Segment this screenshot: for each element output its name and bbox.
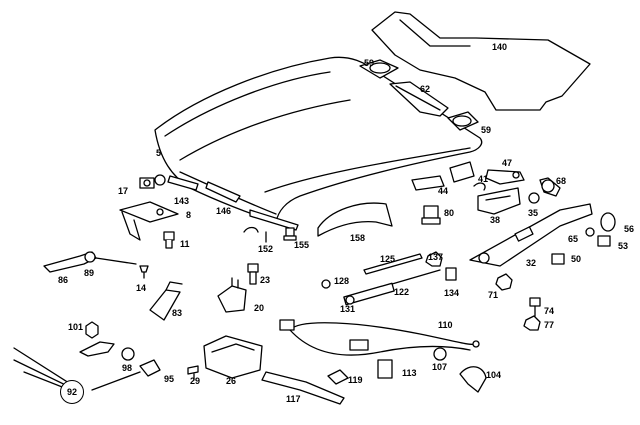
- callout-158: 158: [350, 233, 366, 243]
- part-104-107-113-119-handle-parts: [327, 347, 487, 393]
- callout-65: 65: [568, 234, 579, 244]
- callout-92-kit-badge: 92: [60, 380, 84, 404]
- callout-83: 83: [172, 308, 183, 318]
- callout-86: 86: [58, 275, 69, 285]
- callout-89: 89: [84, 268, 95, 278]
- callout-17: 17: [118, 186, 129, 196]
- part-5-hood: [154, 56, 483, 231]
- callout-98: 98: [122, 363, 133, 373]
- callout-32: 32: [526, 258, 537, 268]
- part-117-cable-guide: [261, 371, 345, 405]
- part-92-repair-kit: [13, 321, 161, 395]
- callout-104: 104: [486, 370, 502, 380]
- part-80-buffer: [421, 205, 441, 225]
- part-29-clip: [187, 365, 199, 381]
- callout-117: 117: [286, 394, 301, 404]
- part-35-50-53-56-65-hinge-hardware: [528, 192, 616, 265]
- callout-59-bottom: 59: [481, 125, 492, 135]
- callout-20: 20: [254, 303, 265, 313]
- callout-62: 62: [420, 84, 431, 94]
- callout-59-top: 59: [364, 58, 375, 68]
- callout-8: 8: [186, 210, 192, 220]
- callout-77: 77: [544, 320, 555, 330]
- callout-56: 56: [624, 224, 635, 234]
- part-122-gas-strut: [321, 251, 457, 306]
- callout-41: 41: [478, 174, 489, 184]
- callout-140: 140: [492, 42, 508, 52]
- callout-122: 122: [394, 287, 410, 297]
- callout-68: 68: [556, 176, 567, 186]
- part-38-catch-bracket: [477, 187, 521, 215]
- callout-155: 155: [294, 240, 310, 250]
- part-11-14-fasteners: [139, 231, 175, 279]
- callout-146: 146: [216, 206, 232, 216]
- callout-38: 38: [490, 215, 501, 225]
- part-32-hinge-arm: [469, 203, 593, 267]
- part-158-seal: [317, 202, 393, 237]
- callout-44: 44: [438, 186, 449, 196]
- callout-47: 47: [502, 158, 513, 168]
- part-71-nut: [495, 273, 513, 291]
- callout-26: 26: [226, 376, 237, 386]
- callout-35: 35: [528, 208, 539, 218]
- part-86-89-latch-lever: [43, 251, 137, 273]
- callout-110: 110: [438, 320, 453, 330]
- part-83-bracket: [149, 281, 183, 321]
- callout-71: 71: [488, 290, 499, 300]
- part-110-release-cable: [279, 319, 480, 356]
- part-152-155-clips: [243, 226, 297, 243]
- callout-128: 128: [334, 276, 350, 286]
- callout-23: 23: [260, 275, 271, 285]
- callout-119: 119: [348, 375, 363, 385]
- callout-11: 11: [180, 239, 190, 249]
- callout-134: 134: [444, 288, 460, 298]
- callout-53: 53: [618, 241, 629, 251]
- part-23-bolt: [247, 263, 259, 285]
- callout-101: 101: [68, 322, 84, 332]
- part-59-62-air-intakes: [359, 59, 479, 131]
- callout-5: 5: [156, 148, 162, 158]
- callout-143: 143: [174, 196, 190, 206]
- part-41-44-47-68-latch-parts: [411, 161, 561, 197]
- part-140-insulation-mat: [371, 11, 591, 111]
- callout-107: 107: [432, 362, 448, 372]
- part-17-143-146-8-hinge-pieces: [119, 174, 241, 241]
- callout-80: 80: [444, 208, 455, 218]
- callout-14: 14: [136, 283, 147, 293]
- part-20-latch: [217, 277, 247, 313]
- callout-50: 50: [571, 254, 582, 264]
- callout-125: 125: [380, 254, 396, 264]
- part-26-holder: [203, 335, 263, 379]
- callout-74: 74: [544, 306, 555, 316]
- callout-137: 137: [428, 252, 444, 262]
- callout-152: 152: [258, 244, 274, 254]
- callout-131: 131: [340, 304, 356, 314]
- part-74-77-screw-nut: [523, 297, 541, 331]
- callout-29: 29: [190, 376, 201, 386]
- callout-113: 113: [402, 368, 417, 378]
- callout-95: 95: [164, 374, 175, 384]
